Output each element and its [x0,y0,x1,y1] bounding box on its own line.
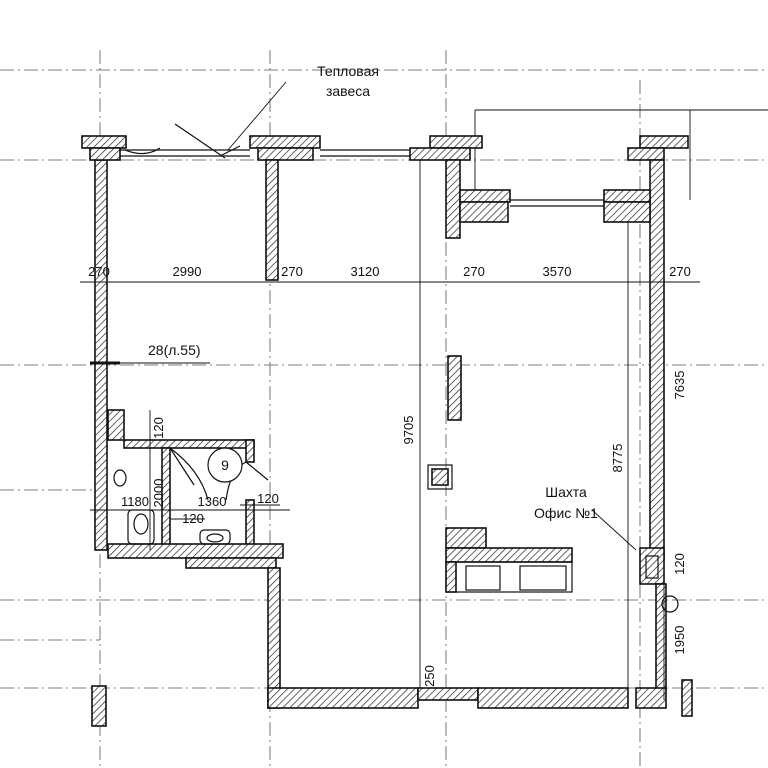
windows [120,123,604,207]
dim-120-right: 120 [257,491,279,506]
dim-120-bottom: 120 [182,511,204,526]
dim-270-a: 270 [88,264,110,279]
shaft-label-line1: Шахта [545,484,587,500]
dimension-lines [80,81,700,700]
plumbing-fixtures [113,447,679,613]
dim-2000: 2000 [151,479,166,508]
dim-1360: 1360 [198,494,227,509]
room-number: 9 [221,457,229,473]
thermal-curtain-label-line1: Тепловая [317,63,379,79]
dim-270-c: 270 [463,264,485,279]
section-reference: 28(л.55) [148,342,201,358]
room-number-circle [207,447,243,483]
dim-250: 250 [422,665,437,687]
dim-270-d: 270 [669,264,691,279]
shaft-label-line2: Офис №1 [534,505,598,521]
dim-9705: 9705 [401,416,416,445]
dim-3120: 3120 [351,264,380,279]
dim-8775: 8775 [610,444,625,473]
walls [81,135,693,727]
dim-120-a: 120 [151,417,166,439]
dim-7635: 7635 [672,371,687,400]
dim-270-b: 270 [281,264,303,279]
dim-2990: 2990 [173,264,202,279]
dim-1180: 1180 [121,494,149,509]
dim-120-b-vertical: 120 [672,553,687,575]
dim-1950: 1950 [672,626,687,655]
thermal-curtain-label-line2: завеса [326,83,370,99]
dim-3570: 3570 [543,264,572,279]
